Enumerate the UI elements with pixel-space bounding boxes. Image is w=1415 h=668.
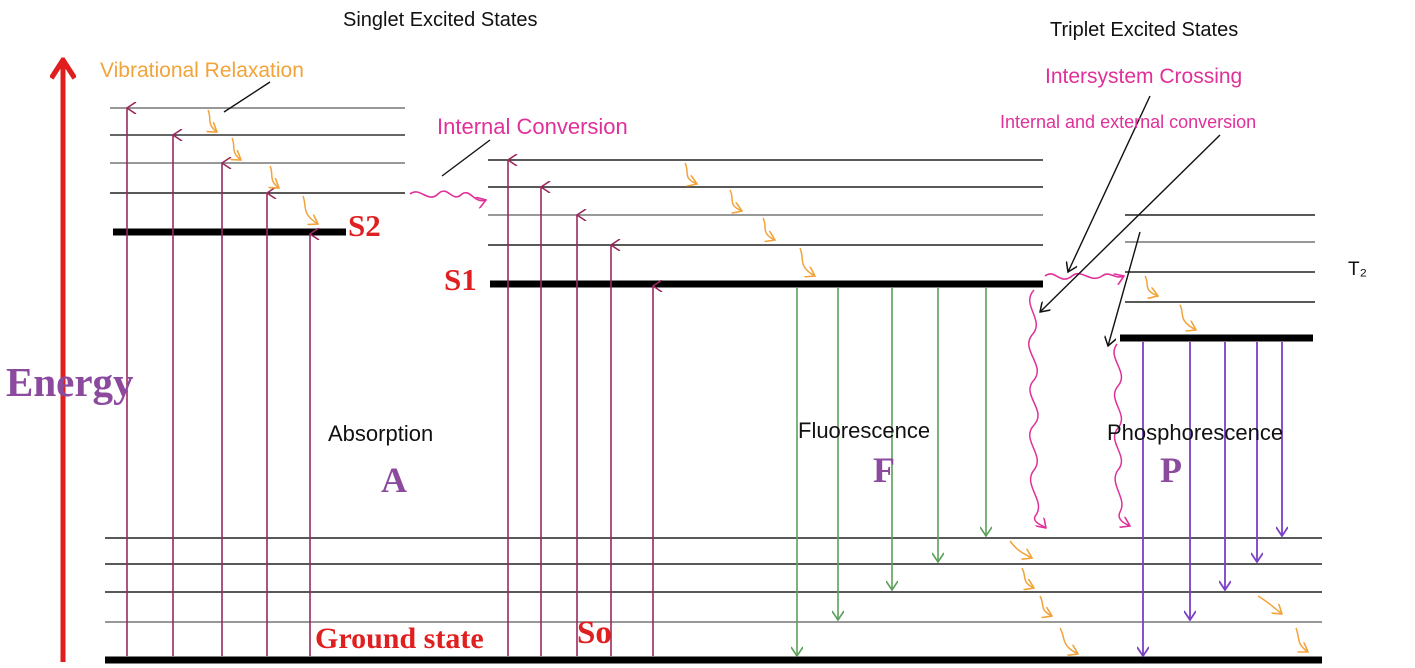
phosphorescence-letter: P: [1160, 450, 1182, 490]
singlet-header: Singlet Excited States: [343, 9, 538, 31]
intersystem-crossing-squiggle: [1044, 272, 1124, 279]
s1-vibrational-levels: [488, 159, 1043, 246]
absorption-arrows: [127, 108, 653, 656]
fluorescence-letter: F: [873, 450, 895, 490]
phosphorescence-caption: Phosphorescence: [1107, 420, 1284, 445]
s1-label: S1: [444, 262, 477, 297]
fluorescence-caption: Fluorescence: [798, 418, 931, 443]
s2-vibrational-levels: [110, 107, 405, 194]
internal-external-conversion-label: Internal and external conversion: [1000, 112, 1257, 132]
absorption-caption: Absorption: [328, 421, 434, 446]
triplet-header: Triplet Excited States: [1050, 19, 1239, 41]
t-vibrational-levels: [1125, 214, 1315, 303]
intersystem-crossing-label: Intersystem Crossing: [1045, 65, 1243, 88]
s2-label: S2: [348, 208, 381, 243]
phosphorescence-arrows: [1143, 342, 1282, 656]
vibrational-relaxation-label: Vibrational Relaxation: [100, 59, 304, 82]
fluorescence-arrows: [797, 288, 986, 656]
vibrational-relaxation-arrows: [208, 109, 1308, 654]
internal-conversion-label: Internal Conversion: [437, 114, 628, 139]
energy-axis-label: Energy: [6, 359, 134, 405]
absorption-letter: A: [381, 460, 407, 500]
t2-label: T₂: [1348, 259, 1367, 280]
s0-label: So: [577, 615, 612, 651]
ground-state-label: Ground state: [315, 622, 484, 655]
nonradiative-decay-squiggles: [1028, 289, 1130, 528]
internal-conversion-squiggle: [409, 190, 486, 201]
leader-lines: [223, 81, 1221, 346]
ground-vibrational-levels: [105, 537, 1322, 623]
